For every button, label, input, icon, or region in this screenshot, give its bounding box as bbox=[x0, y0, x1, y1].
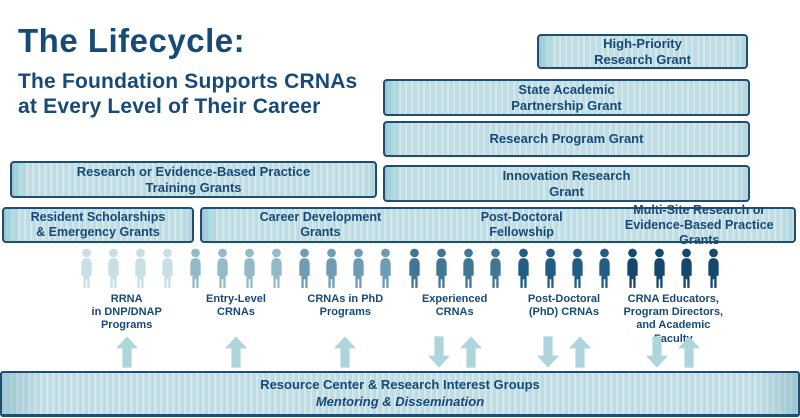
career-stage: RRNA in DNP/DNAP Programs bbox=[72, 246, 181, 369]
career-stage: CRNA Educators, Program Directors, and A… bbox=[619, 246, 728, 369]
person-icon bbox=[326, 248, 337, 288]
person-icon bbox=[161, 248, 173, 288]
person-icon bbox=[134, 248, 146, 288]
person-icon bbox=[435, 248, 447, 288]
person-icon bbox=[353, 248, 364, 288]
grant-label-career-development: Career Development Grants bbox=[259, 210, 382, 239]
person-icon bbox=[217, 248, 228, 288]
career-stage: Entry-Level CRNAs bbox=[181, 246, 290, 369]
grant-box-research-program: Research Program Grant bbox=[383, 121, 750, 157]
career-stage-label: Post-Doctoral (PhD) CRNAs bbox=[527, 293, 601, 319]
person-icon-group bbox=[295, 246, 395, 289]
down-arrow-icon bbox=[536, 336, 559, 368]
person-icon bbox=[80, 248, 92, 288]
career-stage-label: CRNAs in PhD Programs bbox=[307, 293, 384, 319]
career-stage: Post-Doctoral (PhD) CRNAs bbox=[509, 246, 618, 369]
grant-box-training-grants: Research or Evidence-Based Practice Trai… bbox=[10, 161, 377, 198]
page-subtitle: The Foundation Supports CRNAs at Every L… bbox=[18, 70, 358, 118]
stage-arrows bbox=[115, 336, 138, 369]
person-icon bbox=[599, 248, 610, 288]
grant-box-high-priority-research: High-Priority Research Grant bbox=[537, 34, 748, 69]
stage-arrows bbox=[646, 336, 701, 369]
grant-label-multi-site-research: Multi-Site Research or Evidence-Based Pr… bbox=[624, 202, 774, 247]
career-stage-label: CRNA Educators, Program Directors, and A… bbox=[623, 293, 724, 345]
grant-box-career-levels: Career Development Grants Post-Doctoral … bbox=[200, 202, 796, 247]
grant-box-state-academic-partnership: State Academic Partnership Grant bbox=[383, 79, 750, 116]
down-arrow-icon bbox=[646, 336, 669, 368]
resource-center-title: Resource Center & Research Interest Grou… bbox=[260, 377, 540, 393]
resource-center-bar: Resource Center & Research Interest Grou… bbox=[0, 371, 800, 417]
page-title: The Lifecycle: bbox=[18, 22, 246, 59]
stage-arrows bbox=[334, 336, 357, 369]
stage-arrows bbox=[427, 336, 482, 369]
person-icon-group bbox=[77, 246, 177, 289]
person-icon bbox=[681, 248, 692, 288]
grant-box-resident-scholarships: Resident Scholarships & Emergency Grants bbox=[2, 207, 194, 243]
career-stage-label: Entry-Level CRNAs bbox=[206, 293, 266, 319]
person-icon bbox=[408, 248, 420, 288]
up-arrow-icon bbox=[224, 336, 247, 368]
career-stage: Experienced CRNAs bbox=[400, 246, 509, 369]
person-icon bbox=[271, 248, 282, 288]
person-icon bbox=[107, 248, 119, 288]
up-arrow-icon bbox=[678, 336, 701, 368]
person-icon-group bbox=[186, 246, 286, 289]
person-icon bbox=[572, 248, 583, 288]
person-icon bbox=[244, 248, 255, 288]
person-icon bbox=[462, 248, 474, 288]
person-icon-group bbox=[623, 246, 723, 289]
up-arrow-icon bbox=[459, 336, 482, 368]
person-icon bbox=[299, 248, 310, 288]
career-stage-label: RRNA in DNP/DNAP Programs bbox=[91, 293, 162, 332]
stage-arrows bbox=[536, 336, 591, 369]
career-stage: CRNAs in PhD Programs bbox=[291, 246, 400, 369]
person-icon-group bbox=[514, 246, 614, 289]
person-icon bbox=[489, 248, 501, 288]
up-arrow-icon bbox=[115, 336, 138, 368]
stage-arrows bbox=[224, 336, 247, 369]
career-stages-row: RRNA in DNP/DNAP Programs Entry-Level CRN… bbox=[72, 246, 728, 369]
grant-label-post-doctoral-fellowship: Post-Doctoral Fellowship bbox=[480, 210, 563, 239]
career-stage-label: Experienced CRNAs bbox=[421, 293, 488, 319]
up-arrow-icon bbox=[568, 336, 591, 368]
person-icon bbox=[545, 248, 556, 288]
up-arrow-icon bbox=[334, 336, 357, 368]
person-icon bbox=[708, 248, 719, 288]
mentoring-dissemination-subtitle: Mentoring & Dissemination bbox=[315, 393, 485, 409]
person-icon bbox=[518, 248, 529, 288]
person-icon bbox=[654, 248, 665, 288]
person-icon bbox=[627, 248, 638, 288]
person-icon bbox=[380, 248, 391, 288]
person-icon bbox=[190, 248, 201, 288]
grant-box-innovation-research: Innovation Research Grant bbox=[383, 165, 750, 202]
down-arrow-icon bbox=[427, 336, 450, 368]
person-icon-group bbox=[405, 246, 505, 289]
